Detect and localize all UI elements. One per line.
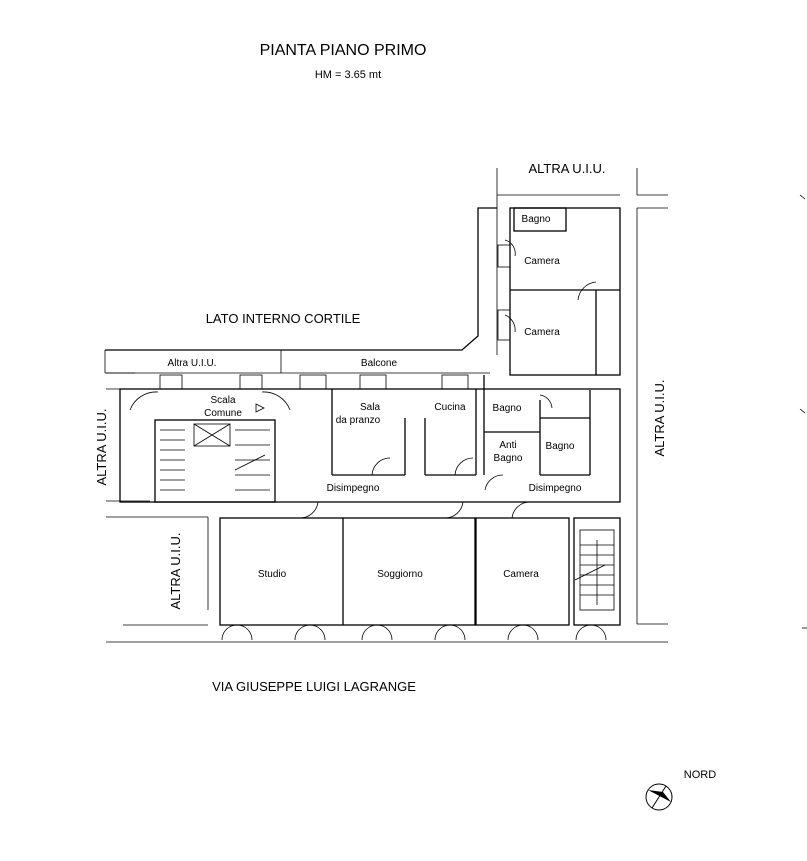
neighbor-label-right: ALTRA U.I.U.	[652, 379, 667, 456]
room-scala-line1: Scala	[210, 395, 235, 406]
room-bagno-top: Bagno	[522, 214, 551, 225]
room-anti-line2: Bagno	[494, 453, 523, 464]
room-camera-bottom: Camera	[503, 569, 539, 580]
north-label: NORD	[684, 769, 716, 781]
neighbor-label-left: ALTRA U.I.U.	[94, 408, 109, 485]
room-disimpegno-right: Disimpegno	[529, 483, 582, 494]
apartment-walls	[119, 207, 621, 626]
neighbor-label-left-lower: ALTRA U.I.U.	[168, 532, 183, 609]
courtyard-boundary	[104, 207, 497, 374]
room-disimpegno-left: Disimpegno	[327, 483, 380, 494]
common-stair-treads	[160, 429, 270, 491]
edge-marks	[799, 194, 807, 629]
room-anti-line1: Anti	[499, 440, 516, 451]
private-stair-treads	[574, 529, 615, 611]
room-sala-line1: Sala	[360, 402, 380, 413]
neighbor-boundaries	[106, 168, 668, 643]
room-camera-top: Camera	[524, 256, 560, 267]
door-swings	[129, 239, 597, 519]
neighbor-label-top: ALTRA U.I.U.	[528, 161, 605, 176]
street-label: VIA GIUSEPPE LUIGI LAGRANGE	[212, 679, 416, 694]
neighbor-label-small: Altra U.I.U.	[168, 358, 217, 369]
room-studio: Studio	[258, 569, 287, 580]
room-bagno-mid: Bagno	[493, 403, 522, 414]
room-camera-mid: Camera	[524, 327, 560, 338]
room-bagno-right: Bagno	[546, 441, 575, 452]
windows	[159, 244, 607, 641]
room-balcone: Balcone	[361, 358, 398, 369]
room-sala-line2: da pranzo	[336, 415, 381, 426]
room-soggiorno: Soggiorno	[377, 569, 423, 580]
room-cucina: Cucina	[434, 402, 466, 413]
north-arrow-icon	[645, 783, 673, 811]
plan-title: PIANTA PIANO PRIMO	[260, 42, 427, 59]
room-scala-line2: Comune	[204, 408, 242, 419]
plan-subtitle: HM = 3.65 mt	[315, 69, 381, 81]
stair-arrow-icon	[255, 403, 265, 413]
courtyard-label: LATO INTERNO CORTILE	[206, 311, 361, 326]
